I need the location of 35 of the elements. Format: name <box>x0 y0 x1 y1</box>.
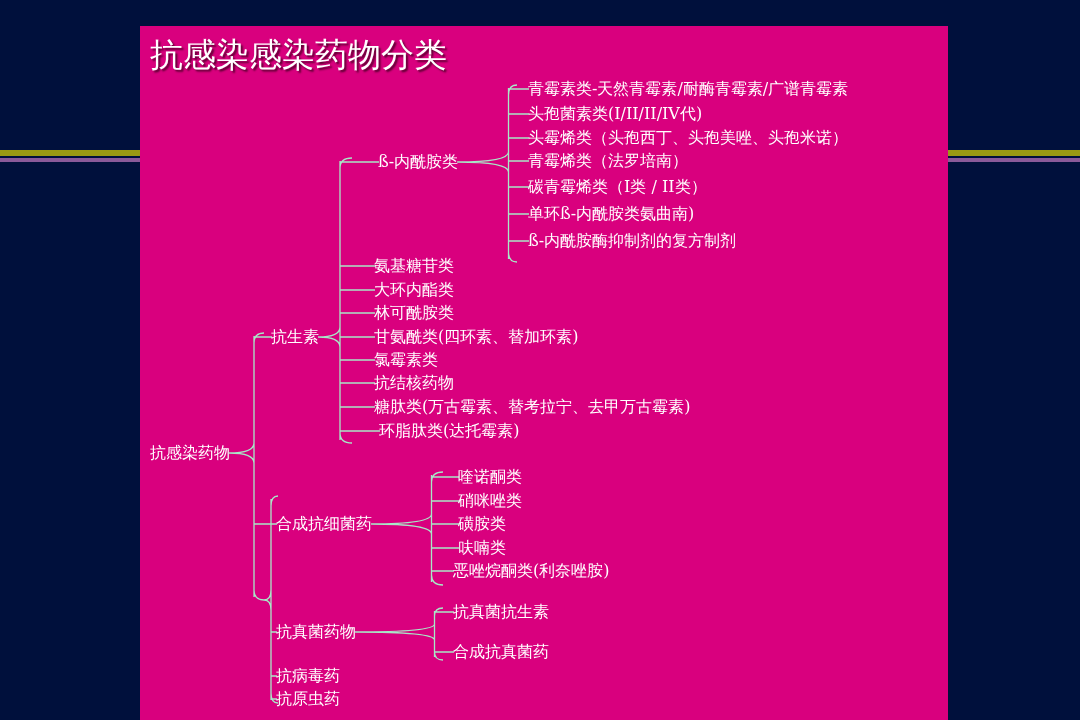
tree-label: 呋喃类 <box>458 538 506 558</box>
tree-label: 喹诺酮类 <box>458 467 522 487</box>
tree-label: 抗真菌抗生素 <box>453 602 549 622</box>
tree-label: 抗感染药物 <box>150 443 230 463</box>
tree-label: 糖肽类(万古霉素、替考拉宁、去甲万古霉素) <box>374 397 691 417</box>
tree-label: 单环ß-内酰胺类氨曲南) <box>528 204 695 224</box>
tree-label: 青霉烯类（法罗培南） <box>528 151 688 171</box>
tree-label: 碳青霉烯类（I类 / II类） <box>528 177 707 197</box>
tree-label: 大环内酯类 <box>374 280 454 300</box>
tree-label: 林可酰胺类 <box>374 303 454 323</box>
tree-label: 头孢菌素类(I/II/II/IV代) <box>528 104 703 124</box>
tree-label: 氨基糖苷类 <box>374 256 454 276</box>
tree-label: 抗生素 <box>271 327 319 347</box>
tree-label: 抗结核药物 <box>374 373 454 393</box>
tree-label: 抗病毒药 <box>276 666 340 686</box>
slide-title: 抗感染感染药物分类 <box>150 34 447 76</box>
tree-label: ß-内酰胺类 <box>378 152 459 172</box>
tree-label: ß-内酰胺酶抑制剂的复方制剂 <box>528 231 737 251</box>
tree-label: 环脂肽类(达托霉素) <box>379 421 520 441</box>
tree-label: 硝咪唑类 <box>458 491 522 511</box>
tree-label: 氯霉素类 <box>374 350 438 370</box>
tree-label: 抗原虫药 <box>276 689 340 709</box>
brace <box>370 471 460 586</box>
tree-label: 磺胺类 <box>458 514 506 534</box>
brace <box>317 157 381 444</box>
brace <box>228 332 279 704</box>
tree-label: 恶唑烷酮类(利奈唑胺) <box>453 561 610 581</box>
brace <box>456 84 530 263</box>
tree-label: 头霉烯类（头孢西丁、头孢美唑、头孢米诺） <box>528 128 848 148</box>
tree-label: 合成抗细菌药 <box>276 514 372 534</box>
tree-label: 合成抗真菌药 <box>453 642 549 662</box>
tree-label: 抗真菌药物 <box>276 622 356 642</box>
tree-label: 甘氨酰类(四环素、替加环素) <box>374 327 579 347</box>
tree-label: 青霉素类-天然青霉素/耐酶青霉素/广谱青霉素 <box>528 79 849 99</box>
brace <box>354 607 455 661</box>
